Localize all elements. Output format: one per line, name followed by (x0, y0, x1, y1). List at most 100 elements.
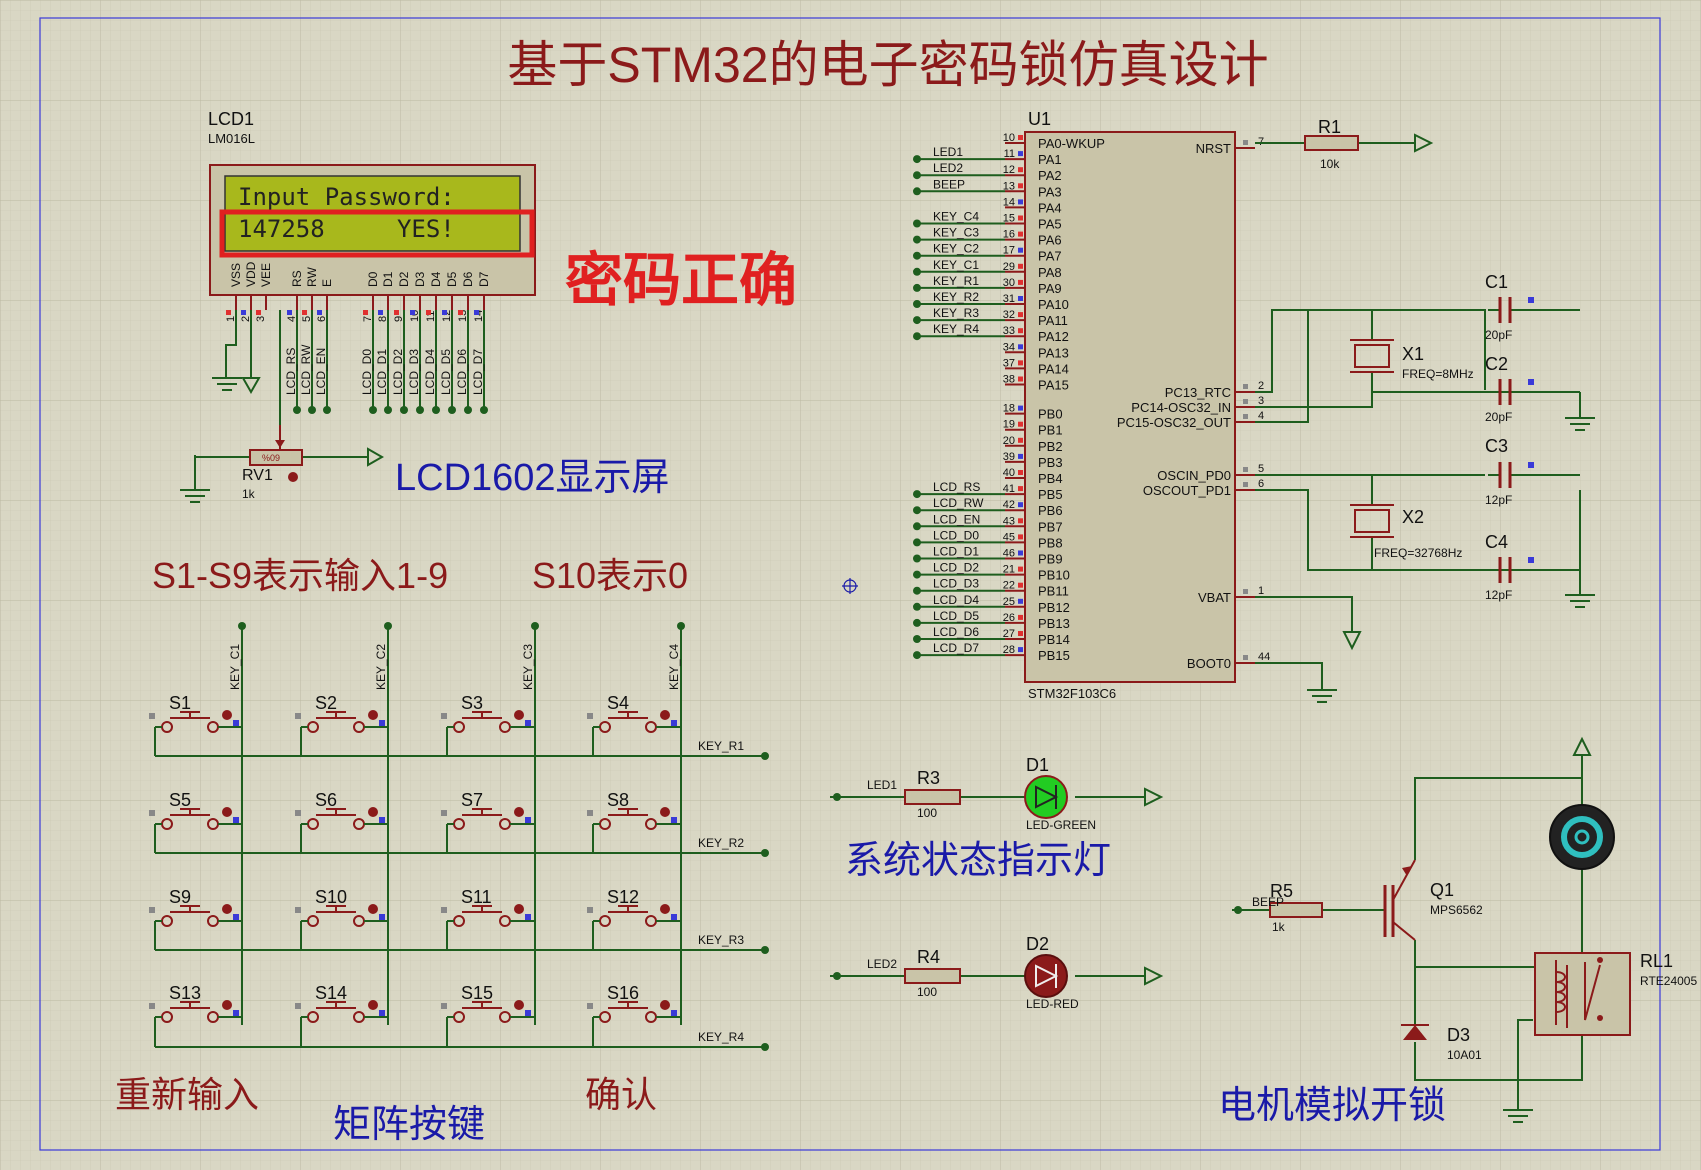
switch-s11[interactable]: S11 (441, 887, 535, 950)
motor-symbol[interactable] (1549, 804, 1615, 870)
lcd-pin-number: 5 (301, 316, 313, 322)
key-row-label: KEY_R1 (698, 739, 744, 753)
vbat-arrow (1342, 631, 1362, 651)
r1-value: 10k (1320, 157, 1340, 171)
switch-s9[interactable]: S9 (149, 887, 242, 950)
sheet-border (39, 17, 1661, 1151)
power-arrow-pot (367, 447, 385, 467)
switch-ref: S14 (315, 983, 347, 1003)
switch-s4[interactable]: S4 (587, 693, 681, 756)
lcd-pins: VSS1VDD2VEE3RS4LCD_RSRW5LCD_RWE6LCD_END0… (225, 261, 491, 414)
switch-ref: S8 (607, 790, 629, 810)
diode-d3[interactable]: D3 10A01 (1401, 1024, 1482, 1062)
lcd-pin-number: 9 (393, 316, 405, 322)
switch-s5[interactable]: S5 (149, 790, 242, 853)
c1-ref: C1 (1485, 272, 1508, 292)
mcu-pin-number: 1 (1258, 585, 1264, 597)
beep-node (1234, 906, 1242, 914)
x1-freq: FREQ=8MHz (1402, 367, 1474, 381)
mcu-pin-name: PB4 (1038, 471, 1063, 486)
lcd-pin-label: RW (305, 267, 319, 287)
rv1-ref: RV1 (242, 467, 273, 484)
switch-s6[interactable]: S6 (295, 790, 388, 853)
c2-ref: C2 (1485, 354, 1508, 374)
switch-s1[interactable]: S1 (149, 693, 242, 756)
lcd-net-label: LCD_D6 (455, 349, 469, 395)
switch-s7[interactable]: S7 (441, 790, 535, 853)
motor-note: 电机模拟开锁 (1218, 1085, 1446, 1127)
mcu-body (1024, 131, 1236, 683)
switch-s16[interactable]: S16 (587, 983, 681, 1047)
lcd-pin-label: D0 (366, 271, 380, 287)
potentiometer-rv1[interactable]: %09 RV1 1k (242, 425, 303, 501)
switch-s15[interactable]: S15 (441, 983, 535, 1047)
mcu-pin-name: PA3 (1038, 184, 1062, 199)
lcd-pin-label: RS (290, 270, 304, 287)
resistor-r1[interactable]: R1 10k (1255, 117, 1434, 171)
switch-s8[interactable]: S8 (587, 790, 681, 853)
mcu-pin-name: PB12 (1038, 600, 1070, 615)
lcd-pin-label: VEE (259, 263, 273, 287)
d2-ref: D2 (1026, 934, 1049, 954)
mcu-pin-name: PC14-OSC32_IN (1131, 400, 1231, 415)
mcu-pin-number: 29 (1003, 261, 1015, 273)
led-green-circuit[interactable]: LED1 R3 100 D1 LED-GREEN (830, 755, 1164, 832)
switch-s13[interactable]: S13 (149, 983, 242, 1047)
relay-rl1[interactable]: RL1 RTE24005 (1534, 951, 1697, 1036)
rl1-part: RTE24005 (1640, 974, 1697, 988)
switch-s10[interactable]: S10 (295, 887, 388, 950)
mcu-pin-number: 30 (1003, 277, 1015, 289)
transistor-q1[interactable]: Q1 MPS6562 (1383, 859, 1483, 941)
rl1-ref: RL1 (1640, 951, 1673, 971)
ground-symbol-pot (180, 489, 210, 503)
crystal-x2[interactable]: X2 FREQ=32768Hz (1350, 475, 1462, 570)
lcd-net-label: LCD_D3 (407, 349, 421, 395)
mcu-net-label: KEY_R4 (933, 322, 979, 336)
status-led-note: 系统状态指示灯 (845, 840, 1111, 882)
mcu-net-label: KEY_R2 (933, 290, 979, 304)
svg-text:%09: %09 (262, 453, 280, 463)
mcu-pin-name: PB10 (1038, 568, 1070, 583)
lcd-pin-label: D1 (381, 271, 395, 287)
key-col-label: KEY_C4 (667, 644, 681, 690)
mcu-pin-name: PB5 (1038, 487, 1063, 502)
switch-s3[interactable]: S3 (441, 693, 535, 756)
lcd-pin-label: D3 (413, 271, 427, 287)
led-red-circuit[interactable]: LED2 R4 100 D2 LED-RED (830, 934, 1164, 1011)
key-col-label: KEY_C2 (374, 644, 388, 690)
crystal-x1[interactable]: X1 FREQ=8MHz (1350, 310, 1474, 392)
mcu-pin-number: 37 (1003, 357, 1015, 369)
mcu-net-label: LCD_EN (933, 512, 980, 526)
reinput-note: 重新输入 (115, 1074, 259, 1115)
led-green-body (1024, 775, 1068, 819)
d1-ref: D1 (1026, 755, 1049, 775)
mcu-pin-number: 14 (1003, 196, 1015, 208)
resistor-r5[interactable]: R5 BEEP 1k (1252, 881, 1323, 934)
mcu-pin-number: 44 (1258, 651, 1270, 663)
mcu-pin-number: 17 (1003, 245, 1015, 257)
switch-ref: S15 (461, 983, 493, 1003)
lcd-pin-label: D7 (477, 271, 491, 287)
key-row-label: KEY_R3 (698, 933, 744, 947)
mcu-pin-name: PA12 (1038, 329, 1069, 344)
lcd-pin-label: D2 (397, 271, 411, 287)
switch-s12[interactable]: S12 (587, 887, 681, 950)
mcu-pin-name: PB1 (1038, 423, 1063, 438)
highlight-box (219, 209, 535, 258)
switch-ref: S10 (315, 887, 347, 907)
lcd-pin-number: 3 (255, 316, 267, 322)
password-ok-note: 密码正确 (565, 248, 797, 313)
mcu-net-label: LCD_D3 (933, 577, 979, 591)
mcu-pin-number: 26 (1003, 612, 1015, 624)
mcu-pin-name: VBAT (1198, 590, 1231, 605)
lcd-module[interactable]: LCD1 LM016L Input Password: 147258 YES! … (208, 109, 536, 414)
mcu-pin-number: 12 (1003, 164, 1015, 176)
c3-ref: C3 (1485, 436, 1508, 456)
mcu-pin-name: PA10 (1038, 297, 1069, 312)
r3-ref: R3 (917, 768, 940, 788)
switch-s14[interactable]: S14 (295, 983, 388, 1047)
switch-s2[interactable]: S2 (295, 693, 388, 756)
lcd-pin-label: D6 (461, 271, 475, 287)
mcu-pin-number: 43 (1003, 515, 1015, 527)
